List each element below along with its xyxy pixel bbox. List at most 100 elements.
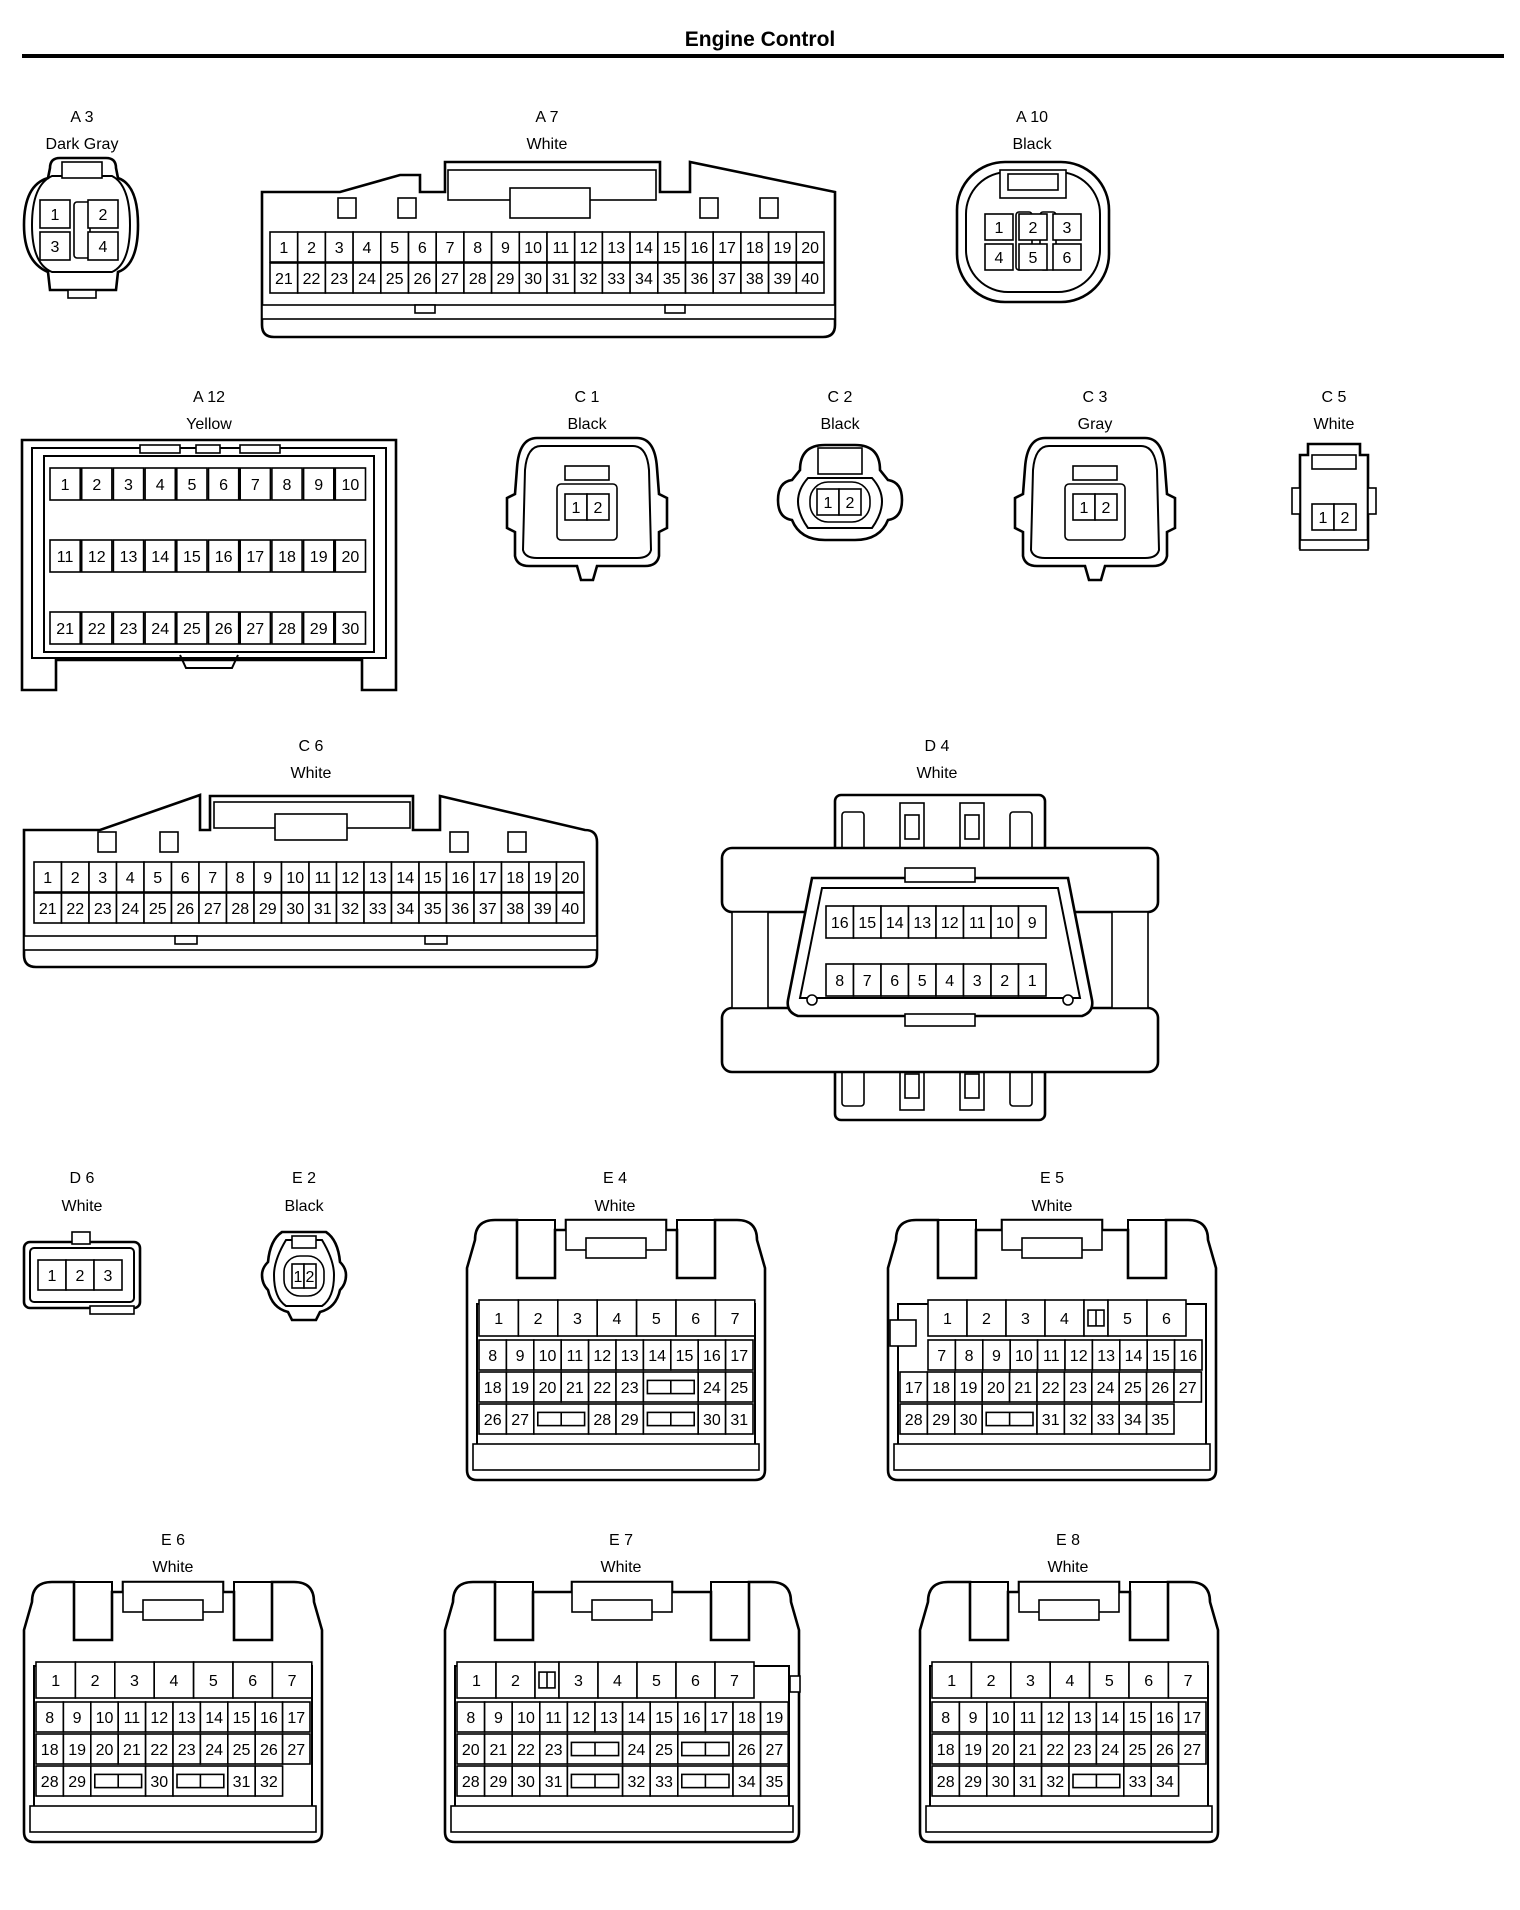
pin-label: 4 [99,239,108,256]
pin-label: 11 [1043,1348,1060,1365]
pin-label: 13 [178,1710,196,1727]
pin-label: 13 [120,549,138,566]
pin-label: 32 [260,1774,278,1791]
pin-label: 1 [1080,500,1089,517]
pin-label: 1 [51,1673,60,1690]
pin-label: 25 [183,621,201,638]
pin-label: 15 [183,549,201,566]
connector-color: White [917,765,958,782]
pin-label: 18 [506,870,524,887]
pin-label: 21 [123,1742,141,1759]
pin-label: 8 [835,973,844,990]
pin-label: 7 [937,1348,946,1365]
connector-color: Black [284,1198,324,1215]
pin-label: 7 [251,477,260,494]
pin-label: 32 [1069,1412,1087,1429]
pin-label: 30 [342,621,360,638]
pin-label: 16 [1156,1710,1174,1727]
pin-label: 2 [1341,510,1350,527]
pin-label: 4 [612,1311,621,1328]
pin-label: 21 [490,1742,508,1759]
pin-label: 26 [484,1412,502,1429]
pin-label: 21 [39,901,57,918]
pin-label: 27 [766,1742,784,1759]
pin-label: 14 [151,549,169,566]
pin-label: 32 [628,1774,646,1791]
pin-label: 10 [96,1710,114,1727]
pin-label: 24 [1101,1742,1119,1759]
pin-label: 34 [738,1774,756,1791]
pin-label: 28 [905,1412,923,1429]
pin-label: 3 [1021,1311,1030,1328]
pin-label: 22 [66,901,84,918]
pin-label: 8 [466,1710,475,1727]
pin-label: 30 [286,901,304,918]
pin-label: 2 [534,1311,543,1328]
pin-label: 11 [1020,1710,1037,1727]
pin-label: 6 [418,240,427,257]
pin-label: 12 [341,870,359,887]
pin-label: 31 [730,1412,748,1429]
pin-label: 13 [1097,1348,1115,1365]
pin-label: 35 [424,901,442,918]
pin-label: 29 [68,1774,86,1791]
pin-label: 19 [310,549,328,566]
pin-label: 37 [479,901,497,918]
pin-label: 21 [1014,1380,1032,1397]
pin-label: 18 [746,240,764,257]
pin-label: 27 [1183,1742,1201,1759]
pin-label: 1 [294,1269,303,1286]
pin-label: 26 [738,1742,756,1759]
connector-id: D 6 [70,1170,95,1187]
pin-label: 20 [462,1742,480,1759]
pin-label: 11 [567,1348,584,1365]
pin-label: 30 [150,1774,168,1791]
pin-label: 7 [731,1311,740,1328]
pin-label: 29 [621,1412,639,1429]
pin-label: 26 [215,621,233,638]
pin-label: 23 [330,271,348,288]
pin-label: 26 [260,1742,278,1759]
pin-label: 3 [574,1673,583,1690]
pin-label: 36 [451,901,469,918]
connector-id: A 12 [193,389,225,406]
connector-color: Gray [1078,416,1113,433]
pin-label: 32 [341,901,359,918]
page-title: Engine Control [684,28,836,51]
pin-label: 8 [965,1348,974,1365]
pin-label: 3 [335,240,344,257]
pin-label: 2 [1102,500,1111,517]
pin-label: 33 [607,271,625,288]
pin-label: 14 [648,1348,666,1365]
pin-label: 5 [390,240,399,257]
pin-label: 22 [517,1742,535,1759]
pin-label: 16 [703,1348,721,1365]
connector-id: C 3 [1083,389,1108,406]
pin-label: 17 [718,240,736,257]
pin-label: 24 [703,1380,721,1397]
connector-id: E 4 [603,1170,627,1187]
pin-label: 1 [824,495,833,512]
pin-label: 4 [995,250,1004,267]
pin-label: 12 [150,1710,168,1727]
connector-color: White [153,1559,194,1576]
pin-label: 20 [987,1380,1005,1397]
pin-label: 12 [1046,1710,1064,1727]
pin-label: 10 [517,1710,535,1727]
pin-label: 40 [561,901,579,918]
pin-label: 29 [497,271,515,288]
pin-label: 8 [941,1710,950,1727]
pin-label: 32 [580,271,598,288]
pin-label: 15 [663,240,681,257]
pin-label: 12 [580,240,598,257]
pin-label: 9 [992,1348,1001,1365]
pin-label: 17 [287,1710,305,1727]
pin-label: 8 [236,870,245,887]
pin-label: 14 [1101,1710,1119,1727]
pin-label: 27 [204,901,222,918]
pin-label: 12 [572,1710,590,1727]
